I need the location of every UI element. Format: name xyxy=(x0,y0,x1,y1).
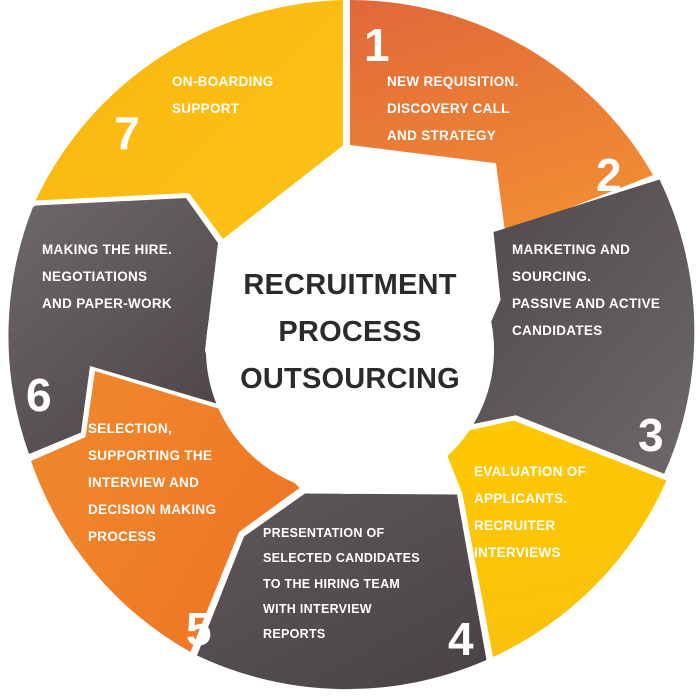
segment-5-shape[interactable] xyxy=(31,371,300,652)
segment-6-shape[interactable] xyxy=(8,198,219,454)
page-title: RECRUITMENT PROCESS OUTSOURCING xyxy=(205,262,495,403)
center-title-line-2: PROCESS xyxy=(278,315,422,348)
center-title-line-1: RECRUITMENT xyxy=(243,269,457,301)
segment-1-shape[interactable] xyxy=(350,0,654,234)
segment-2-shape[interactable] xyxy=(444,179,695,474)
inner-circle xyxy=(206,206,494,494)
center-title-line-3: OUTSOURCING xyxy=(240,362,460,395)
segment-4-shape[interactable] xyxy=(197,493,487,690)
segment-3-shape[interactable] xyxy=(440,420,667,658)
segment-7-shape[interactable] xyxy=(35,0,344,239)
